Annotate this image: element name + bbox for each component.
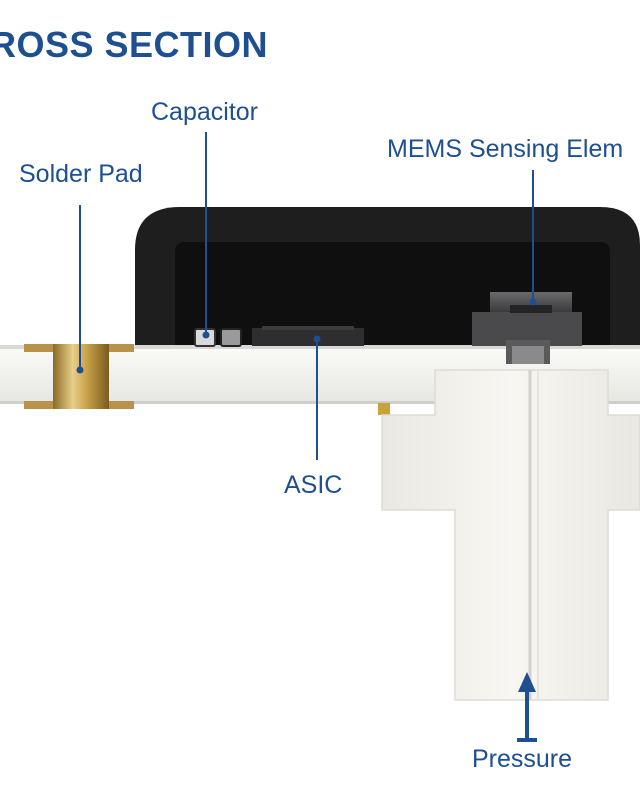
leader-solder-pad-dot	[76, 366, 84, 374]
asic-top	[262, 326, 354, 330]
capacitor-right	[220, 328, 242, 347]
mems-slot	[510, 305, 552, 313]
adhesive-left	[378, 403, 390, 415]
substrate-bottom-edge	[0, 401, 640, 404]
asic-chip	[252, 328, 364, 346]
leader-asic-dot	[313, 335, 321, 343]
pressure-label: Pressure	[472, 745, 573, 773]
asic-label: ASIC	[284, 471, 343, 499]
pressure-arrow-head	[518, 672, 536, 692]
page-title: ROSS SECTION	[0, 24, 269, 65]
solder-pad-label: Solder Pad	[19, 160, 143, 188]
substrate-top-edge	[0, 345, 640, 349]
mems-stem-light	[512, 346, 544, 364]
pressure-port	[381, 369, 640, 701]
leader-mems-dot	[529, 298, 537, 306]
mems-label: MEMS Sensing Elem	[387, 135, 624, 163]
leader-capacitor-dot	[202, 331, 210, 339]
capacitor-label: Capacitor	[151, 98, 258, 126]
